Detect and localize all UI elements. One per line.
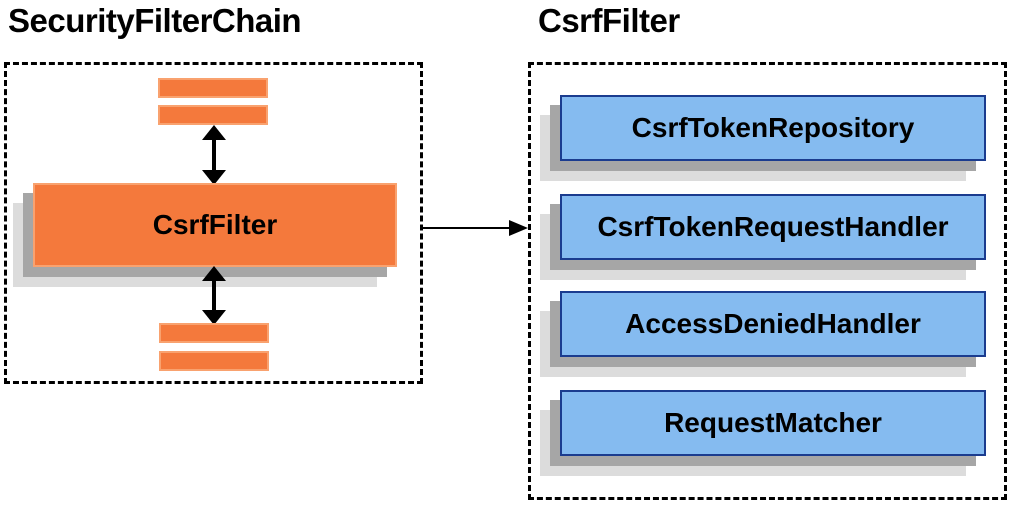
component-box-access-denied-handler: AccessDeniedHandler xyxy=(560,291,986,357)
arrowhead-down xyxy=(202,170,226,185)
arrow-shaft xyxy=(423,227,511,229)
arrowhead-up xyxy=(202,266,226,281)
arrow-shaft xyxy=(212,279,216,312)
arrowhead-up xyxy=(202,125,226,140)
csrf-filter-box-label: CsrfFilter xyxy=(152,209,278,240)
component-label: RequestMatcher xyxy=(664,407,882,438)
security-filter-chain-container xyxy=(4,62,423,384)
arrowhead-down xyxy=(202,310,226,325)
component-box-csrf-token-request-handler: CsrfTokenRequestHandler xyxy=(560,194,986,260)
bidirectional-arrow-bottom-icon xyxy=(201,266,227,325)
arrowhead-right xyxy=(509,220,528,236)
filter-chain-bar xyxy=(159,323,269,343)
security-filter-chain-title: SecurityFilterChain xyxy=(8,2,302,39)
csrf-filter-box: CsrfFilter xyxy=(33,183,397,267)
component-box-request-matcher: RequestMatcher xyxy=(560,390,986,456)
component-label: CsrfTokenRequestHandler xyxy=(597,211,949,242)
filter-chain-bar xyxy=(158,78,268,98)
bidirectional-arrow-top-icon xyxy=(201,125,227,185)
filter-chain-bar xyxy=(158,105,268,125)
component-label: AccessDeniedHandler xyxy=(625,308,921,339)
flow-arrow-icon xyxy=(423,220,528,236)
csrf-filter-title: CsrfFilter xyxy=(538,2,680,39)
component-box-csrf-token-repository: CsrfTokenRepository xyxy=(560,95,986,161)
component-label: CsrfTokenRepository xyxy=(631,112,915,143)
filter-chain-bar xyxy=(159,351,269,371)
csrf-filter-container xyxy=(528,62,1007,500)
arrow-shaft xyxy=(212,138,216,172)
